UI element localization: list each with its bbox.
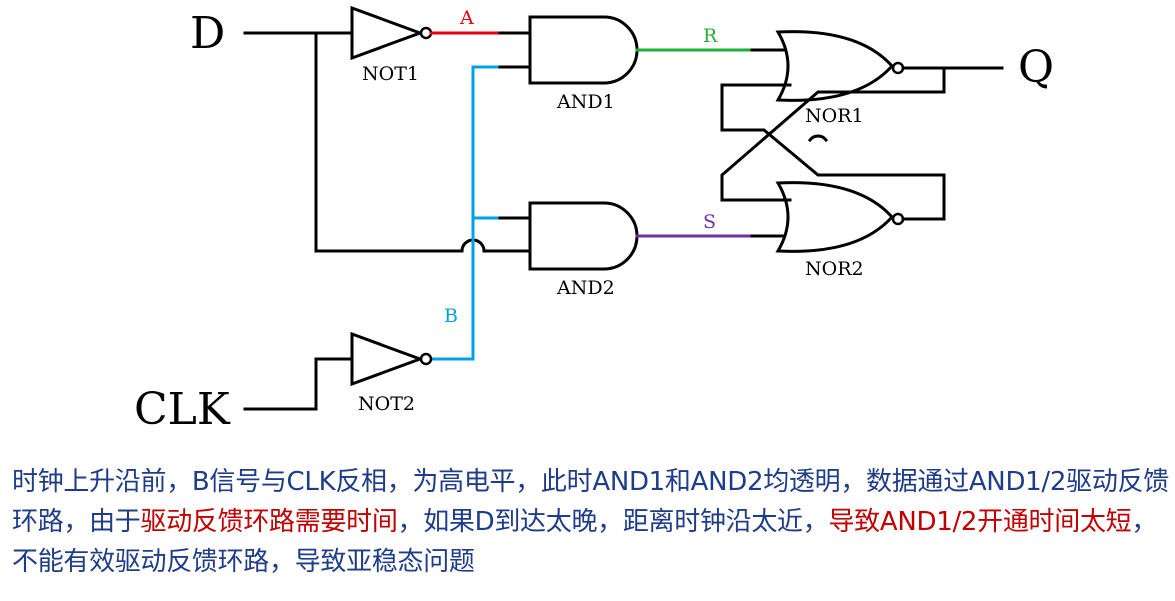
nor1-label: NOR1 xyxy=(805,105,864,127)
input-d-label: D xyxy=(190,8,225,59)
nor1-gate xyxy=(775,30,895,102)
signal-b-label: B xyxy=(444,305,458,327)
wire-d-to-and2 xyxy=(314,31,464,253)
and1-gate xyxy=(528,15,639,85)
not2-gate xyxy=(350,331,425,387)
d-latch-circuit-diagram: D NOT1 A B AND1 AND2 R S xyxy=(134,5,1054,435)
signal-r-label: R xyxy=(703,25,718,47)
and1-label: AND1 xyxy=(556,91,615,113)
explanation-text: 时钟上升沿前，B信号与CLK反相，为高电平，此时AND1和AND2均透明，数据通… xyxy=(12,462,1172,582)
signal-s-label: S xyxy=(703,211,716,233)
not2-bubble xyxy=(419,352,433,366)
signal-a-label: A xyxy=(459,7,474,29)
not1-label: NOT1 xyxy=(362,63,419,85)
output-q-label: Q xyxy=(1018,42,1054,93)
and2-gate xyxy=(528,201,639,271)
caption-part-5: ，不能有效驱动反馈环路，导致亚稳态问题 xyxy=(12,507,1158,577)
not1-gate xyxy=(350,5,425,61)
caption-part-3: ，如果D到达太晚，距离时钟沿太近， xyxy=(397,507,829,537)
nor2-gate xyxy=(775,181,895,253)
and2-label: AND2 xyxy=(556,277,615,299)
caption-highlight-2: 导致AND1/2开通时间太短 xyxy=(828,507,1132,537)
caption-highlight-1: 驱动反馈环路需要时间 xyxy=(140,507,398,537)
wire-signal-b xyxy=(431,65,502,361)
input-clk-label: CLK xyxy=(134,384,231,435)
wire-feedback-nor2-to-nor1 xyxy=(720,83,946,221)
nor2-label: NOR2 xyxy=(805,258,864,280)
wire-clk-to-not2 xyxy=(243,357,354,411)
not2-label: NOT2 xyxy=(358,393,415,415)
wire-feedback-crossover-hop xyxy=(807,134,829,143)
caption-part-1: 时钟上升沿前，B信号与CLK反相，为高电平，此时AND1和AND2均透明，数据通… xyxy=(12,467,1169,537)
